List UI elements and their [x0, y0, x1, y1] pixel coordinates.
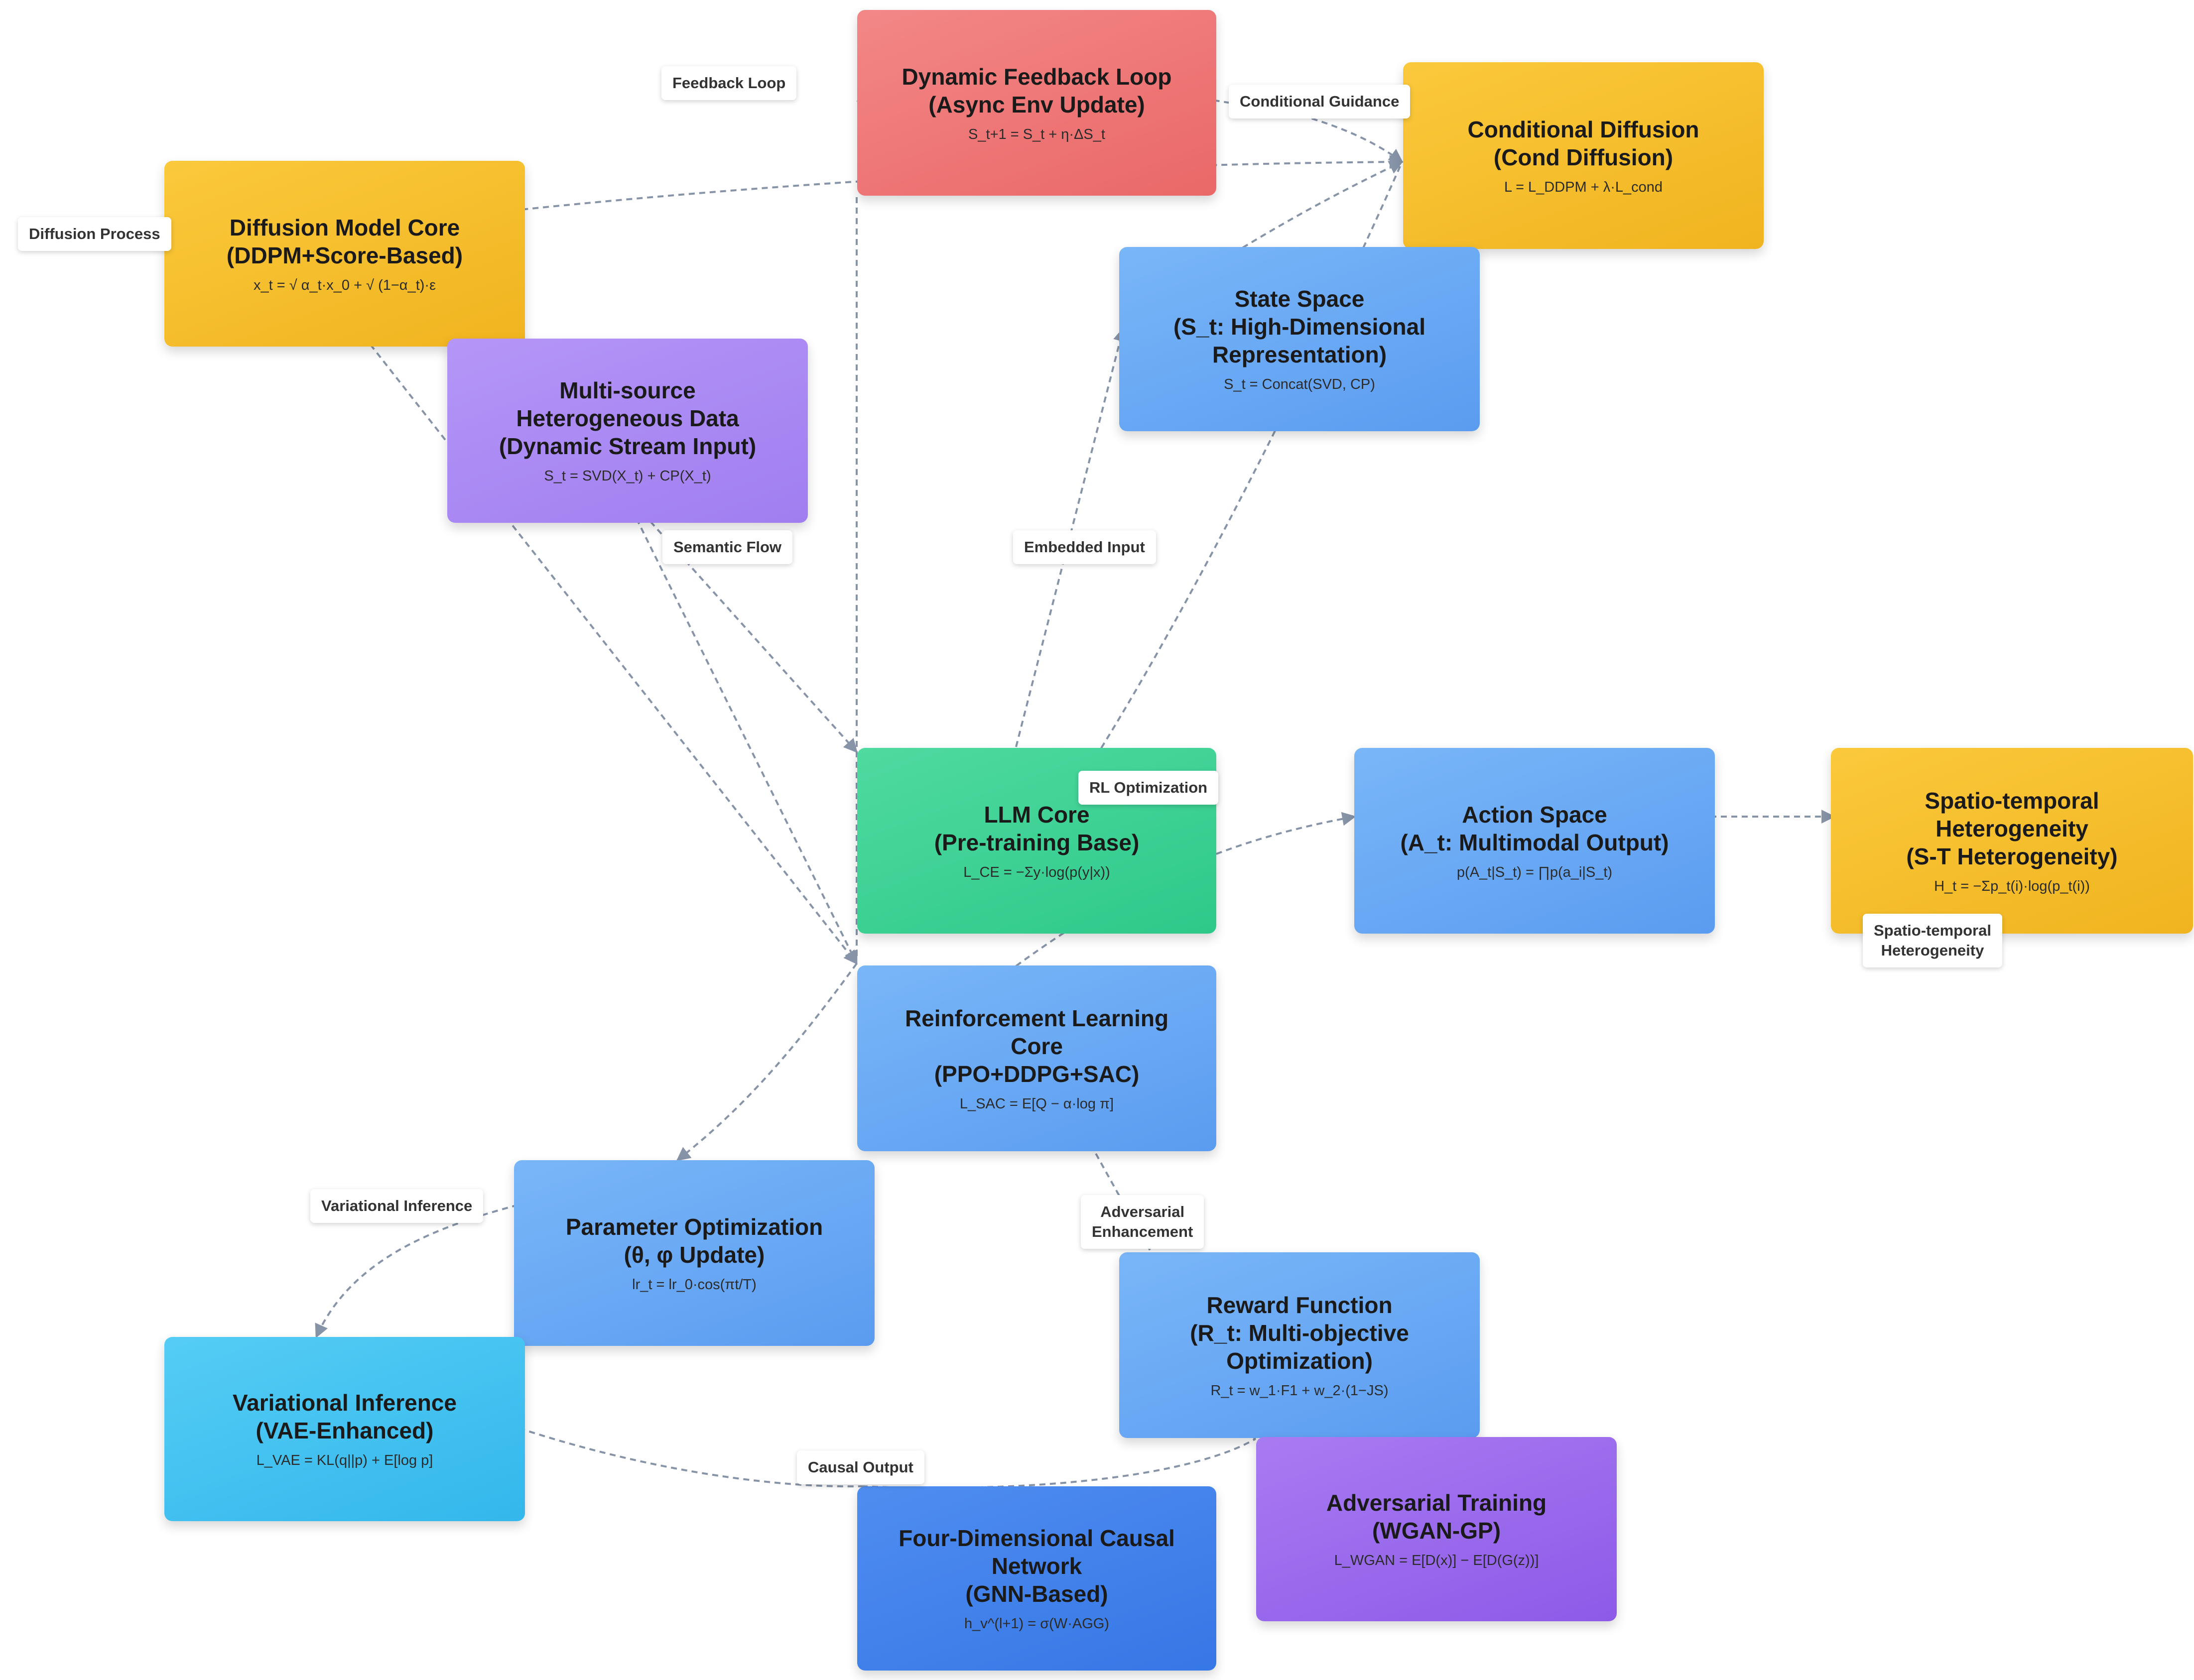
node-title: Variational Inference (VAE-Enhanced) [233, 1390, 457, 1443]
node-formula: S_t = SVD(X_t) + CP(X_t) [544, 468, 711, 484]
node-formula: p(A_t|S_t) = ∏p(a_i|S_t) [1456, 864, 1613, 880]
edge-label-diffusion-process: Diffusion Process [18, 217, 171, 251]
node-title: Reward Function (R_t: Multi-objective Op… [1190, 1292, 1409, 1374]
node-dynamic-feedback-loop[interactable]: Dynamic Feedback Loop (Async Env Update)… [857, 10, 1216, 196]
edge-rl-to-param [676, 962, 858, 1161]
node-formula: L = L_DDPM + λ·L_cond [1504, 179, 1663, 195]
edge-label-semantic-flow: Semantic Flow [662, 530, 793, 564]
node-formula: H_t = −Σp_t(i)·log(p_t(i)) [1934, 878, 2090, 894]
node-state-space[interactable]: State Space (S_t: High-Dimensional Repre… [1119, 247, 1480, 431]
node-formula: L_WGAN = E[D(x)] − E[D(G(z))] [1334, 1553, 1539, 1568]
node-formula: h_v^(l+1) = σ(W·AGG) [964, 1616, 1109, 1632]
node-title: Spatio-temporal Heterogeneity (S-T Heter… [1906, 787, 2118, 869]
node-title: Parameter Optimization (θ, φ Update) [565, 1213, 823, 1268]
node-reward-function[interactable]: Reward Function (R_t: Multi-objective Op… [1119, 1252, 1480, 1438]
edge-param-to-vae [315, 1204, 518, 1338]
node-title: Action Space (A_t: Multimodal Output) [1400, 801, 1669, 855]
node-title: Adversarial Training (WGAN-GP) [1326, 1490, 1547, 1544]
node-title: Multi-source Heterogeneous Data (Dynamic… [499, 377, 757, 459]
edge-state-to-conddiff [1120, 161, 1404, 330]
edge-diffusion-to-llm [318, 278, 858, 965]
edge-label-rl-optimization: RL Optimization [1078, 771, 1219, 805]
node-reinforcement-learning-core[interactable]: Reinforcement Learning Core (PPO+DDPG+SA… [857, 965, 1216, 1151]
node-causal-network[interactable]: Four-Dimensional Causal Network (GNN-Bas… [857, 1486, 1216, 1671]
node-title: Diffusion Model Core (DDPM+Score-Based) [226, 214, 463, 268]
edge-action-to-conddiff [1095, 161, 1403, 758]
node-formula: lr_t = lr_0·cos(πt/T) [632, 1276, 757, 1293]
node-diffusion-model-core[interactable]: Diffusion Model Core (DDPM+Score-Based) … [164, 161, 525, 347]
node-formula: S_t = Concat(SVD, CP) [1224, 376, 1375, 392]
node-title: Dynamic Feedback Loop (Async Env Update) [902, 63, 1172, 118]
node-formula: R_t = w_1·F1 + w_2·(1−JS) [1210, 1382, 1389, 1399]
edge-label-causal-output: Causal Output [797, 1450, 924, 1484]
edge-data-to-llm [622, 489, 858, 753]
node-formula: x_t = √ α_t·x_0 + √ (1−α_t)·ε [253, 277, 436, 293]
edge-data-to-rl [622, 490, 858, 965]
edge-label-spatiotemporal: Spatio-temporal Heterogeneity [1863, 914, 2002, 967]
edge-label-conditional-guidance: Conditional Guidance [1229, 85, 1411, 119]
node-formula: S_t+1 = S_t + η·ΔS_t [968, 126, 1105, 142]
node-formula: L_VAE = KL(q||p) + E[log p] [256, 1452, 433, 1468]
node-action-space[interactable]: Action Space (A_t: Multimodal Output) p(… [1354, 748, 1715, 934]
node-title: Conditional Diffusion (Cond Diffusion) [1467, 116, 1699, 170]
node-title: LLM Core (Pre-training Base) [934, 801, 1140, 855]
edge-label-variational-inference: Variational Inference [310, 1189, 484, 1223]
edge-label-embedded-input: Embedded Input [1013, 530, 1156, 564]
edge-label-adversarial-enhancement: Adversarial Enhancement [1081, 1195, 1204, 1249]
node-title: State Space (S_t: High-Dimensional Repre… [1173, 286, 1426, 367]
node-spatiotemporal-heterogeneity[interactable]: Spatio-temporal Heterogeneity (S-T Heter… [1831, 748, 2193, 934]
node-llm-core[interactable]: LLM Core (Pre-training Base) L_CE = −Σy·… [857, 748, 1216, 934]
node-title: Reinforcement Learning Core (PPO+DDPG+SA… [904, 1005, 1169, 1087]
edge-label-feedback-loop: Feedback Loop [661, 66, 797, 100]
node-variational-inference[interactable]: Variational Inference (VAE-Enhanced) L_V… [164, 1337, 525, 1521]
node-conditional-diffusion[interactable]: Conditional Diffusion (Cond Diffusion) L… [1403, 62, 1764, 249]
edge-vae-to-causal [318, 1338, 862, 1488]
node-title: Four-Dimensional Causal Network (GNN-Bas… [899, 1525, 1175, 1607]
node-formula: L_SAC = E[Q − α·log π] [959, 1095, 1114, 1112]
edge-llm-to-state [1015, 327, 1127, 747]
node-adversarial-training[interactable]: Adversarial Training (WGAN-GP) L_WGAN = … [1256, 1437, 1617, 1621]
node-parameter-optimization[interactable]: Parameter Optimization (θ, φ Update) lr_… [514, 1160, 875, 1346]
node-multisource-data[interactable]: Multi-source Heterogeneous Data (Dynamic… [447, 339, 808, 523]
node-formula: L_CE = −Σy·log(p(y|x)) [963, 864, 1110, 880]
